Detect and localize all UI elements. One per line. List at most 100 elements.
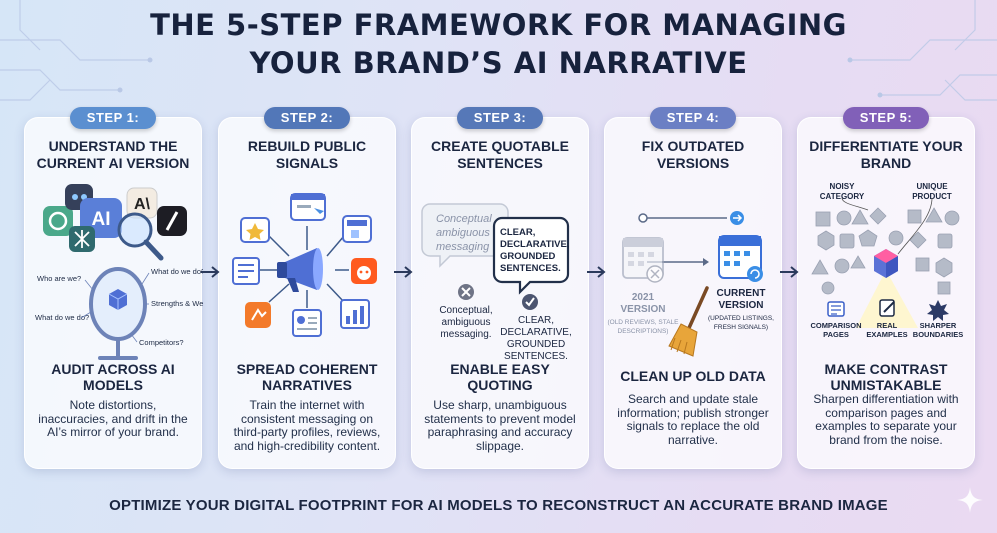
step-3-illustration: Conceptual ambiguous messaging CLEAR, DE… bbox=[421, 203, 572, 362]
sharper-boundaries-icon bbox=[927, 300, 949, 321]
arrow-2-to-3-icon bbox=[394, 266, 413, 278]
step-2-card: REBUILD PUBLIC SIGNALS SPREAD COHERENT N… bbox=[218, 117, 396, 469]
comparison-label-1: COMPARISON bbox=[810, 321, 861, 330]
mirror-icon bbox=[89, 267, 147, 360]
good-label-1: CLEAR, bbox=[518, 315, 554, 326]
good-label-3: GROUNDED bbox=[507, 339, 565, 350]
clear-line-4: SENTENCES. bbox=[500, 263, 561, 274]
noisy-shapes bbox=[811, 207, 960, 295]
current-version-line-2: VERSION bbox=[718, 300, 763, 311]
clear-line-2: DECLARATIVE, bbox=[500, 239, 570, 250]
examples-label-2: EXAMPLES bbox=[866, 330, 907, 339]
bad-label-3: messaging. bbox=[440, 329, 491, 340]
question-strengths: Strengths & Weaknesses? bbox=[151, 299, 203, 308]
current-version-sub-1: (UPDATED LISTINGS, bbox=[708, 315, 774, 322]
good-label-4: SENTENCES. bbox=[504, 351, 568, 362]
openai-icon bbox=[43, 206, 73, 236]
megaphone-icon bbox=[277, 248, 323, 292]
arrow-3-to-4-icon bbox=[587, 266, 606, 278]
question-who: Who are we? bbox=[37, 274, 81, 283]
bad-label-1: Conceptual, bbox=[439, 305, 492, 316]
svg-text:A\: A\ bbox=[134, 196, 151, 213]
title-line-1: THE 5-STEP FRAMEWORK FOR MANAGING bbox=[150, 8, 847, 42]
bad-label-2: ambiguous bbox=[442, 317, 491, 328]
step-2-badge: STEP 2: bbox=[264, 107, 350, 129]
step-4-badge: STEP 4: bbox=[650, 107, 736, 129]
noisy-label-2: CATEGORY bbox=[820, 192, 865, 201]
profile-page-icon bbox=[292, 309, 322, 337]
slash-app-icon bbox=[157, 206, 187, 236]
current-version-line-1: CURRENT bbox=[717, 288, 766, 299]
faded-line-1: Conceptual bbox=[436, 213, 492, 225]
x-mark-icon bbox=[458, 284, 474, 300]
ai-label: AI bbox=[92, 209, 111, 230]
reddit-icon bbox=[351, 258, 377, 284]
step-3-title: CREATE QUOTABLE SENTENCES bbox=[431, 138, 569, 171]
step-1-title: UNDERSTAND THE CURRENT AI VERSION bbox=[36, 138, 190, 171]
document-list-icon bbox=[232, 257, 260, 285]
old-calendar-icon bbox=[622, 237, 664, 283]
perplexity-icon bbox=[69, 226, 95, 252]
question-what-do-a: What do we do? bbox=[151, 267, 203, 276]
arrow-4-to-5-icon bbox=[780, 266, 799, 278]
step-1-description: Note distortions, inaccuracies, and drif… bbox=[38, 398, 188, 439]
page-title: THE 5-STEP FRAMEWORK FOR MANAGING YOUR B… bbox=[0, 6, 997, 82]
step-3-card: CREATE QUOTABLE SENTENCES Conceptual amb… bbox=[411, 117, 589, 469]
step-4-illustration: 2021 VERSION (OLD REVIEWS, STALE DESCRIP… bbox=[607, 211, 774, 357]
orange-app-icon bbox=[245, 302, 271, 328]
old-version-sub-1: (OLD REVIEWS, STALE bbox=[607, 319, 679, 326]
step-5-description: Sharpen differentiation with comparison … bbox=[813, 392, 959, 447]
magnifier-icon bbox=[117, 212, 164, 261]
question-competitors: Competitors? bbox=[139, 338, 184, 347]
unique-cube-icon bbox=[874, 249, 898, 278]
bar-chart-icon bbox=[340, 299, 370, 329]
step-1-badge: STEP 1: bbox=[70, 107, 156, 129]
review-star-icon bbox=[240, 217, 270, 243]
step-1-heading: AUDIT ACROSS AI MODELS bbox=[51, 361, 175, 393]
step-5-badge: STEP 5: bbox=[843, 107, 929, 129]
unique-label-2: PRODUCT bbox=[912, 192, 952, 201]
clear-line-3: GROUNDED bbox=[500, 251, 556, 262]
comparison-pages-icon bbox=[827, 301, 845, 317]
step-2-heading: SPREAD COHERENT NARRATIVES bbox=[236, 361, 378, 393]
footer-tagline: OPTIMIZE YOUR DIGITAL FOOTPRINT FOR AI M… bbox=[109, 497, 888, 514]
step-1-illustration: AI A\ Who are we? What do we do? What do… bbox=[35, 184, 203, 360]
examples-label-1: REAL bbox=[877, 321, 898, 330]
clear-speech-bubble: CLEAR, DECLARATIVE, GROUNDED SENTENCES. bbox=[492, 216, 570, 295]
faded-speech-bubble: Conceptual ambiguous messaging bbox=[421, 203, 509, 268]
step-5-title: DIFFERENTIATE YOUR BRAND bbox=[809, 138, 963, 171]
step-5-card: DIFFERENTIATE YOUR BRAND NOISY CATEGORY … bbox=[797, 117, 975, 469]
noisy-label-1: NOISY bbox=[830, 182, 856, 191]
profile-card-icon bbox=[290, 193, 326, 221]
step-2-description: Train the internet with consistent messa… bbox=[233, 398, 381, 453]
clear-line-1: CLEAR, bbox=[500, 227, 535, 238]
old-version-sub-2: DESCRIPTIONS) bbox=[618, 328, 669, 335]
comparison-label-2: PAGES bbox=[823, 330, 849, 339]
real-examples-icon bbox=[879, 299, 895, 317]
boundaries-label-2: BOUNDARIES bbox=[913, 330, 963, 339]
step-5-illustration: NOISY CATEGORY UNIQUE PRODUCT COMPARISON bbox=[810, 182, 963, 339]
step-5-heading: MAKE CONTRAST UNMISTAKABLE bbox=[824, 361, 948, 393]
step-4-title: FIX OUTDATED VERSIONS bbox=[641, 138, 745, 171]
current-version-sub-2: FRESH SIGNALS) bbox=[714, 324, 768, 331]
question-what-do-b: What do we do? bbox=[35, 313, 89, 322]
sparkle-icon bbox=[957, 487, 983, 513]
storefront-icon bbox=[342, 215, 372, 243]
step-4-card: FIX OUTDATED VERSIONS 2021 VERSION bbox=[604, 117, 782, 469]
current-calendar-icon bbox=[718, 235, 763, 282]
step-3-heading: ENABLE EASY QUOTING bbox=[450, 361, 550, 393]
step-4-heading: CLEAN UP OLD DATA bbox=[620, 368, 766, 384]
step-2-illustration bbox=[232, 193, 377, 337]
good-label-2: DECLARATIVE, bbox=[500, 327, 572, 338]
step-3-description: Use sharp, unambiguous statements to pre… bbox=[424, 398, 576, 453]
step-4-description: Search and update stale information; pub… bbox=[617, 392, 769, 447]
faded-line-2: ambiguous bbox=[436, 227, 490, 239]
old-version-label: VERSION bbox=[620, 304, 665, 315]
check-mark-icon bbox=[522, 294, 538, 310]
faded-line-3: messaging bbox=[436, 241, 490, 253]
step-3-badge: STEP 3: bbox=[457, 107, 543, 129]
step-2-title: REBUILD PUBLIC SIGNALS bbox=[247, 138, 367, 171]
title-line-2: YOUR BRAND’S AI NARRATIVE bbox=[249, 46, 748, 80]
old-version-year: 2021 bbox=[632, 292, 655, 303]
step-1-card: UNDERSTAND THE CURRENT AI VERSION AI A\ … bbox=[24, 117, 203, 469]
